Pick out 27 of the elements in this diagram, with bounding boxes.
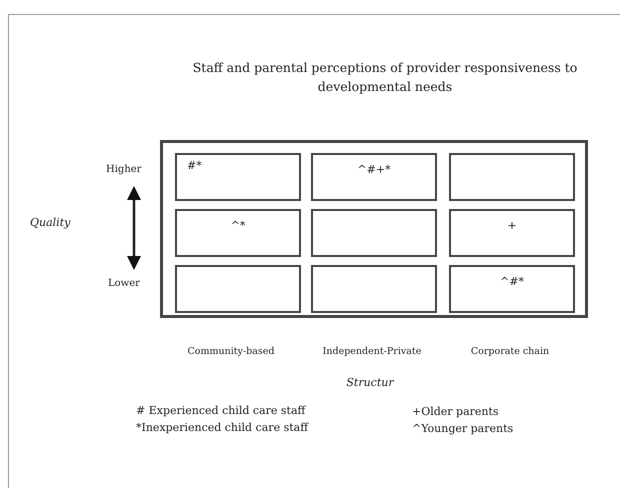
grid-cell xyxy=(175,209,301,257)
legend-text: # Experienced child care staff xyxy=(136,404,306,417)
column-label: Corporate chain xyxy=(470,346,550,357)
column-label: Community-based xyxy=(186,346,276,357)
grid-frame xyxy=(160,140,588,318)
grid-cell xyxy=(449,153,575,201)
grid-cell xyxy=(449,265,575,313)
symbol-label: + xyxy=(506,219,518,232)
grid-cell xyxy=(311,265,437,313)
symbol-label: ^#* xyxy=(499,275,525,288)
legend-text: *Inexperienced child care staff xyxy=(136,421,308,434)
axis-label: Higher xyxy=(106,164,142,175)
axis-title: Quality xyxy=(30,216,70,229)
grid-cell xyxy=(449,209,575,257)
grid-cell xyxy=(175,153,301,201)
grid-cell xyxy=(311,209,437,257)
grid-cell xyxy=(175,265,301,313)
chart-title: Staff and parental perceptions of provider responsiveness to developmental needs xyxy=(192,59,578,96)
axis-label: Lower xyxy=(108,278,140,289)
axis-title: Structur xyxy=(345,376,396,389)
symbol-label: #* xyxy=(187,159,202,172)
legend-text: ^Younger parents xyxy=(412,422,514,435)
symbol-label: ^* xyxy=(230,219,246,232)
symbol-label: ^#+* xyxy=(356,163,392,176)
legend-text: +Older parents xyxy=(412,405,499,418)
column-label: Independent-Private xyxy=(322,346,422,357)
grid-cell xyxy=(311,153,437,201)
